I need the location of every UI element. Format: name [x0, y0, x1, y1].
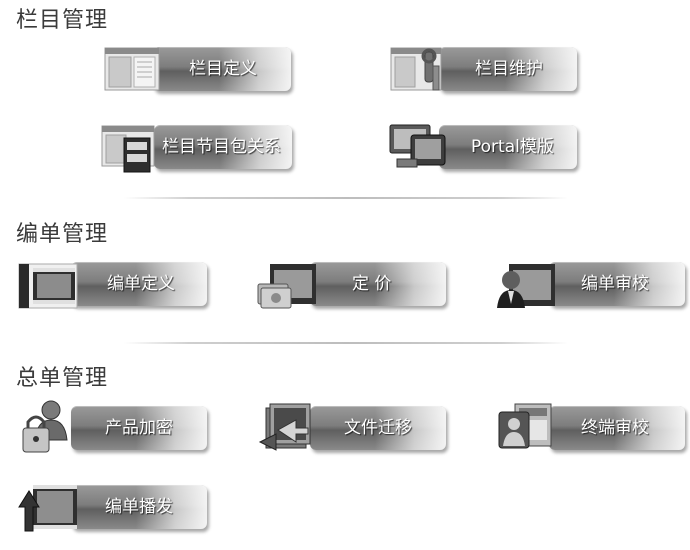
section-title-column-management: 栏目管理	[16, 8, 109, 33]
product-encrypt-button[interactable]: 产品加密	[17, 400, 211, 454]
button-label: Portal模版	[471, 137, 554, 157]
column-define-button[interactable]: 栏目定义	[103, 47, 293, 95]
section-title-master-management: 总单管理	[16, 366, 109, 391]
portal-template-button[interactable]: Portal模版	[387, 124, 581, 173]
terminal-review-button[interactable]: 终端审校	[495, 403, 689, 454]
button-body	[439, 47, 577, 91]
button-label: 编单定义	[107, 274, 175, 294]
terminal-user-icon	[498, 403, 552, 449]
monitor-tv-icon	[389, 124, 446, 168]
pricing-button[interactable]: 定 价	[256, 262, 450, 310]
film-folder-icon	[18, 263, 78, 309]
book-film-icon	[101, 125, 155, 173]
button-body	[310, 262, 446, 306]
button-body	[439, 125, 577, 169]
button-label: 编单审校	[581, 274, 649, 294]
section-divider	[124, 197, 568, 199]
book-pages-icon	[104, 47, 160, 91]
lock-user-icon	[22, 400, 68, 453]
schedule-review-button[interactable]: 编单审校	[495, 262, 689, 310]
button-body	[153, 47, 291, 91]
button-body	[549, 406, 685, 450]
book-tools-icon	[390, 47, 442, 91]
button-body	[71, 406, 207, 450]
film-upload-icon	[18, 485, 77, 532]
film-money-icon	[257, 264, 316, 309]
column-maintain-button[interactable]: 栏目维护	[389, 47, 581, 95]
column-program-package-button[interactable]: 栏目节目包关系	[100, 125, 296, 173]
schedule-define-button[interactable]: 编单定义	[17, 262, 211, 310]
button-body	[549, 262, 685, 306]
button-label: 产品加密	[105, 418, 173, 438]
button-body	[71, 485, 207, 529]
button-label: 栏目节目包关系	[162, 137, 281, 157]
button-body	[71, 262, 207, 306]
file-migration-button[interactable]: 文件迁移	[256, 403, 450, 454]
button-label: 终端审校	[581, 418, 649, 438]
button-label: 栏目维护	[475, 59, 543, 79]
button-label: 定 价	[352, 274, 392, 294]
button-label: 文件迁移	[344, 418, 412, 438]
schedule-broadcast-button[interactable]: 编单播发	[17, 485, 211, 533]
section-divider	[124, 342, 568, 344]
button-label: 编单播发	[105, 497, 173, 517]
button-body	[154, 125, 292, 169]
section-title-schedule-management: 编单管理	[16, 222, 109, 247]
film-user-icon	[497, 264, 555, 308]
button-label: 栏目定义	[189, 59, 257, 79]
file-transfer-icon	[258, 403, 311, 451]
button-body	[310, 406, 446, 450]
